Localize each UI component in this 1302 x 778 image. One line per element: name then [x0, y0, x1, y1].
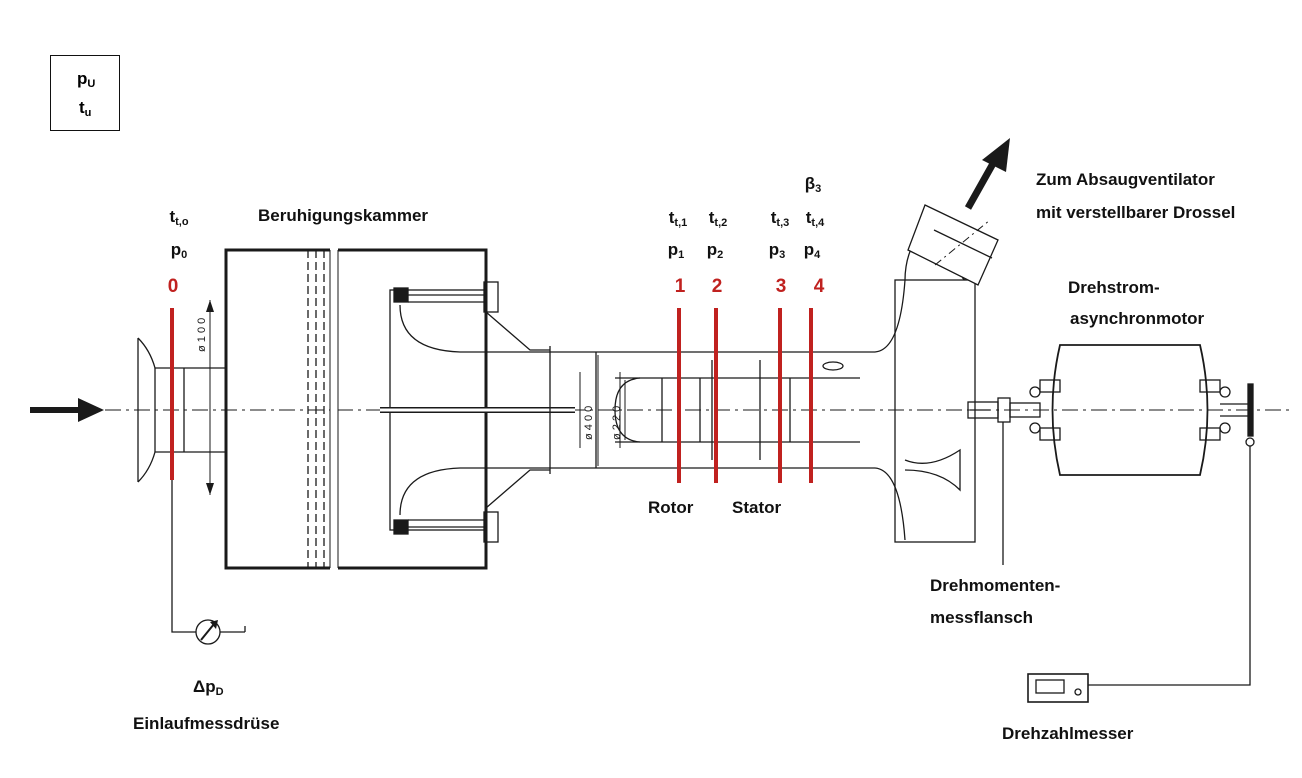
chamber-label: Beruhigungskammer [258, 206, 429, 225]
exhaust-label-line1: Zum Absaugventilator [1036, 170, 1215, 189]
station-3-number: 3 [775, 276, 787, 297]
tachometer-label: Drehzahlmesser [1002, 724, 1134, 743]
compressor-duct [460, 346, 875, 474]
station-4-temp: tt,4 [805, 208, 825, 229]
tachometer-box [1027, 673, 1089, 703]
station-1-pressure: p1 [667, 240, 685, 261]
station-2-pressure: p2 [706, 240, 724, 261]
inflow-arrow-head [78, 398, 104, 422]
exhaust-collector [874, 204, 999, 543]
station-4-number: 4 [813, 276, 825, 297]
dim-220: ø 2 2 0 [611, 406, 623, 440]
exhaust-arrow-shaft [964, 158, 999, 210]
ambient-pressure: pU [77, 69, 96, 90]
torque-flange-label-line1: Drehmomenten- [930, 576, 1061, 595]
stator-label: Stator [732, 498, 782, 517]
station-3-pressure: p3 [768, 240, 786, 261]
station-1-temp: tt,1 [668, 208, 688, 229]
station-1-number: 1 [674, 276, 686, 297]
exhaust-label-line2: mit verstellbarer Drossel [1036, 203, 1236, 222]
station-4-beta: β3 [804, 174, 822, 195]
station-0-pressure: p0 [170, 240, 188, 261]
ambient-temperature: tu [79, 98, 92, 119]
ambient-conditions-box: pU tu [50, 55, 120, 131]
pressure-gauge [171, 480, 246, 645]
rotor-label: Rotor [648, 498, 694, 517]
nozzle-dp-label: ΔpD [193, 677, 224, 698]
nozzle-label: Einlaufmessdrüse [133, 714, 280, 733]
station-4-pressure: p4 [803, 240, 821, 261]
asynchronous-motor [1029, 344, 1255, 686]
dim-400: ø 4 0 0 [583, 406, 595, 440]
station-0-temp: tt,o [169, 207, 189, 228]
dim-100: ø 1 0 0 [196, 318, 208, 352]
station-2-number: 2 [711, 276, 723, 297]
station-0-number: 0 [167, 276, 179, 297]
station-lines [170, 308, 813, 483]
exhaust-arrow-head [982, 138, 1010, 172]
motor-label-line1: Drehstrom- [1068, 278, 1160, 297]
motor-label-line2: asynchronmotor [1070, 309, 1205, 328]
inner-frame [380, 281, 575, 543]
station-3-temp: tt,3 [770, 208, 790, 229]
inlet-nozzle [137, 300, 226, 495]
shaft [967, 397, 1041, 565]
torque-flange-label-line2: messflansch [930, 608, 1033, 627]
station-2-temp: tt,2 [708, 208, 728, 229]
